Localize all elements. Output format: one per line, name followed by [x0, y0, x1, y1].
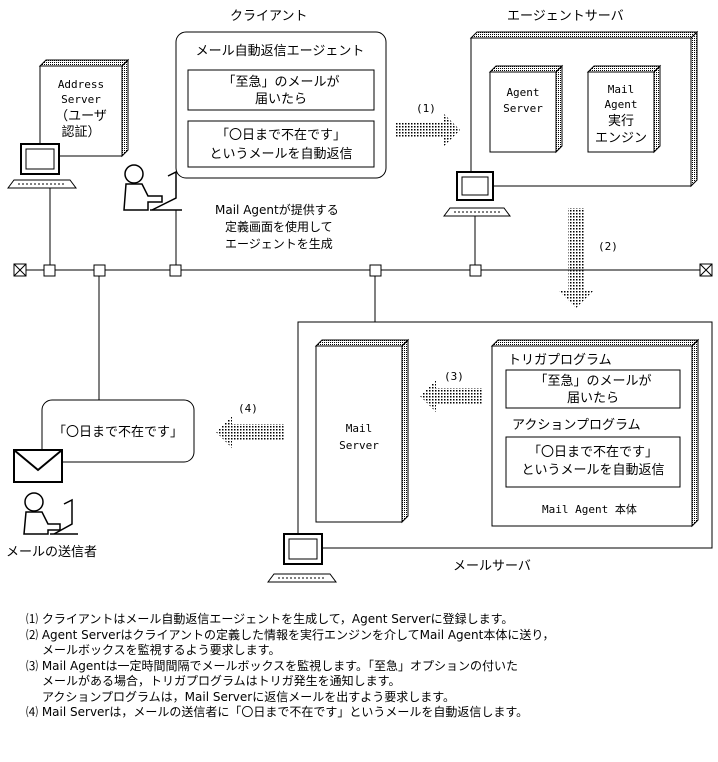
client-group-label: クライアント: [230, 9, 307, 24]
step-4-label: (4): [238, 402, 258, 415]
creation-note-line-3: エージェントを生成: [225, 237, 333, 251]
action-program-line-1: 「〇日まで不在です」: [528, 445, 658, 460]
agent-server-line-1: Agent: [506, 86, 539, 99]
step-4-arrow: (4): [216, 402, 284, 448]
address-server-line-1: Address: [58, 78, 104, 91]
sender-label: メールの送信者: [6, 545, 97, 560]
mail-agent-main-label: Mail Agent 本体: [542, 502, 637, 516]
mail-server-line-1: Mail: [346, 422, 373, 435]
step-2-label: (2): [598, 240, 618, 253]
address-server-line-4: 認証）: [61, 124, 100, 140]
note-2-continued: メールボックスを監視するよう要求します。: [42, 643, 281, 657]
condition-line-1: 「至急」のメールが: [222, 75, 339, 90]
trigger-program-label: トリガプログラム: [508, 353, 612, 368]
client-user-icon: [123, 164, 182, 270]
mail-server-group-label: メールサーバ: [453, 559, 531, 574]
creation-note-line-2: 定義画面を使用して: [225, 219, 333, 234]
mail-server-machine: Mail Server トリガプログラム 「至急」のメールが 届いたら アクショ…: [297, 321, 713, 549]
note-3: ⑶ Mail Agentは一定時間間隔でメールボックスを監視します。「至急」オプ…: [26, 658, 518, 673]
step-2-arrow: (2): [558, 208, 618, 308]
engine-line-3: 実行: [608, 113, 634, 129]
action-line-1: 「〇日まで不在です」: [216, 128, 346, 143]
condition-line-2: 届いたら: [255, 92, 307, 107]
action-program-label: アクションプログラム: [512, 418, 641, 433]
absent-message-text: 「〇日まで不在です」: [53, 425, 183, 440]
mail-server-computer-icon: [267, 533, 337, 583]
engine-line-4: エンジン: [595, 131, 647, 146]
address-server-line-3: （ユーザ: [55, 109, 107, 124]
mail-server-line-2: Server: [339, 439, 379, 452]
note-2: ⑵ Agent Serverはクライアントの定義した情報を実行エンジンを介してM…: [26, 627, 555, 642]
absent-message-bubble: 「〇日まで不在です」: [41, 399, 195, 463]
engine-line-1: Mail: [608, 83, 635, 96]
agent-server-group-label: エージェントサーバ: [507, 9, 624, 24]
action-line-2: というメールを自動返信: [209, 147, 352, 162]
note-3-continued-2: アクションプログラムは，Mail Serverに返信メールを出すよう要求します。: [42, 689, 456, 704]
trigger-line-2: 届いたら: [567, 391, 619, 406]
network-bus: [13, 263, 713, 400]
agent-panel-title: メール自動返信エージェント: [196, 44, 365, 59]
agent-server-computer-icon: [443, 171, 511, 270]
note-1: ⑴ クライアントはメール自動返信エージェントを生成して，Agent Server…: [26, 612, 514, 626]
envelope-icon: [13, 449, 63, 483]
step-1-arrow: (1): [396, 102, 460, 146]
step-3-label: (3): [444, 370, 464, 383]
sender-user-icon: [23, 492, 78, 535]
mail-auto-reply-agent-panel: メール自動返信エージェント 「至急」のメールが 届いたら 「〇日まで不在です」 …: [175, 31, 387, 179]
address-server-line-2: Server: [61, 93, 101, 106]
creation-note-line-1: Mail Agentが提供する: [215, 202, 339, 217]
agent-server-line-2: Server: [503, 102, 543, 115]
agent-server-machine: Agent Server Mail Agent 実行 エンジン: [469, 30, 699, 188]
step-1-label: (1): [416, 102, 436, 115]
trigger-line-1: 「至急」のメールが: [534, 374, 651, 389]
note-4: ⑷ Mail Serverは，メールの送信者に「〇日まで不在です」というメールを…: [26, 705, 529, 719]
address-server-computer-icon: [7, 143, 77, 270]
engine-line-2: Agent: [604, 98, 637, 111]
action-program-line-2: というメールを自動返信: [521, 463, 664, 478]
explanation-notes: ⑴ クライアントはメール自動返信エージェントを生成して，Agent Server…: [26, 612, 706, 721]
address-server-box: Address Server （ユーザ 認証）: [38, 58, 130, 158]
step-3-arrow: (3): [420, 370, 482, 412]
note-3-continued-1: メールがある場合，トリガプログラムはトリガ発生を通知します。: [42, 674, 401, 688]
